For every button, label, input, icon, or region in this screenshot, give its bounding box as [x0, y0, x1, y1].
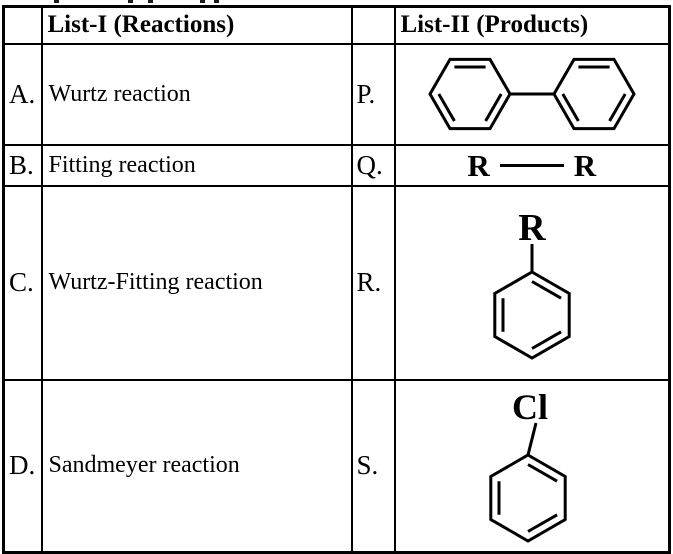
- cropped-text-artifact: [54, 0, 59, 3]
- row-s-key: S.: [350, 378, 396, 554]
- table-row-d: D. Sandmeyer reaction S. Cl: [2, 378, 671, 554]
- row-q-product-cell: R R: [393, 143, 671, 187]
- r-substituted-benzene-structure: R: [493, 207, 571, 360]
- cl-substituent-label: Cl: [512, 389, 548, 427]
- row-c-reaction: Wurtz-Fitting reaction: [40, 184, 353, 381]
- benzene-ring: [489, 453, 567, 543]
- single-bond: [499, 163, 564, 167]
- biphenyl-structure: [428, 57, 636, 131]
- cropped-text-artifact: [148, 0, 153, 3]
- row-a-key: A.: [2, 42, 43, 146]
- header-empty-cell: [350, 5, 396, 45]
- benzene-ring: [493, 269, 571, 360]
- row-d-key: D.: [2, 378, 43, 554]
- row-p-key: P.: [350, 42, 396, 146]
- row-b-key: B.: [2, 143, 43, 187]
- row-c-key: C.: [2, 184, 43, 381]
- benzene-ring: [428, 57, 512, 131]
- table-row-a: A. Wurtz reaction P.: [2, 42, 671, 146]
- r-group-right: R: [573, 147, 597, 183]
- table-row-b: B. Fitting reaction Q. R R: [2, 143, 671, 187]
- header-empty-cell: [2, 5, 43, 45]
- row-q-key: Q.: [350, 143, 396, 187]
- row-s-product-cell: Cl: [393, 378, 671, 554]
- r-group-left: R: [467, 147, 490, 183]
- row-r-product-cell: R: [393, 184, 671, 381]
- row-r-key: R.: [350, 184, 396, 381]
- cropped-text-artifact: [128, 0, 133, 3]
- row-d-reaction: Sandmeyer reaction: [40, 378, 353, 554]
- double-bond-lines: [437, 65, 503, 122]
- cropped-text-artifact: [200, 0, 205, 3]
- r-r-formula: R R: [397, 147, 668, 183]
- substituent-bond: [526, 422, 538, 456]
- table-row-c: C. Wurtz-Fitting reaction R. R: [2, 184, 671, 381]
- chlorobenzene-structure: Cl: [489, 389, 567, 543]
- row-a-reaction: Wurtz reaction: [40, 42, 353, 146]
- row-b-reaction: Fitting reaction: [40, 143, 353, 187]
- cropped-text-artifact: [214, 0, 219, 3]
- row-p-product-cell: [393, 42, 671, 146]
- header-row: List-I (Reactions) List-II (Products): [2, 5, 671, 45]
- list1-header: List-I (Reactions): [40, 5, 353, 45]
- double-bond-lines: [561, 65, 627, 122]
- list2-header: List-II (Products): [393, 5, 671, 45]
- r-substituent-label: R: [518, 207, 546, 249]
- benzene-ring: [552, 57, 636, 131]
- reactions-products-match-table: List-I (Reactions) List-II (Products) A.…: [2, 5, 671, 554]
- double-bond-lines: [501, 279, 562, 350]
- double-bond-lines: [497, 462, 558, 533]
